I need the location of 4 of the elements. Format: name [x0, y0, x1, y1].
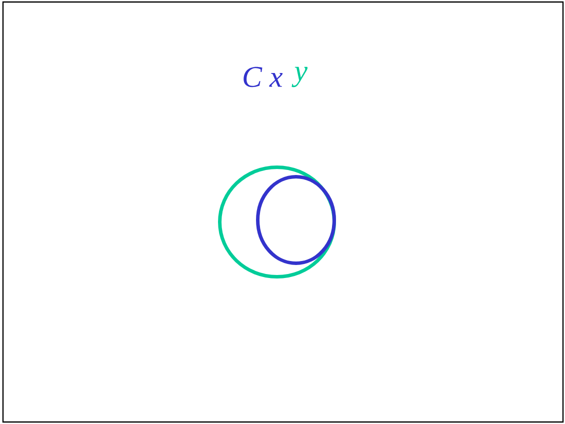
ellipse	[218, 166, 336, 278]
math-symbol: C x	[244, 66, 283, 88]
ellipse	[256, 175, 336, 265]
math-symbol: y	[292, 66, 308, 88]
